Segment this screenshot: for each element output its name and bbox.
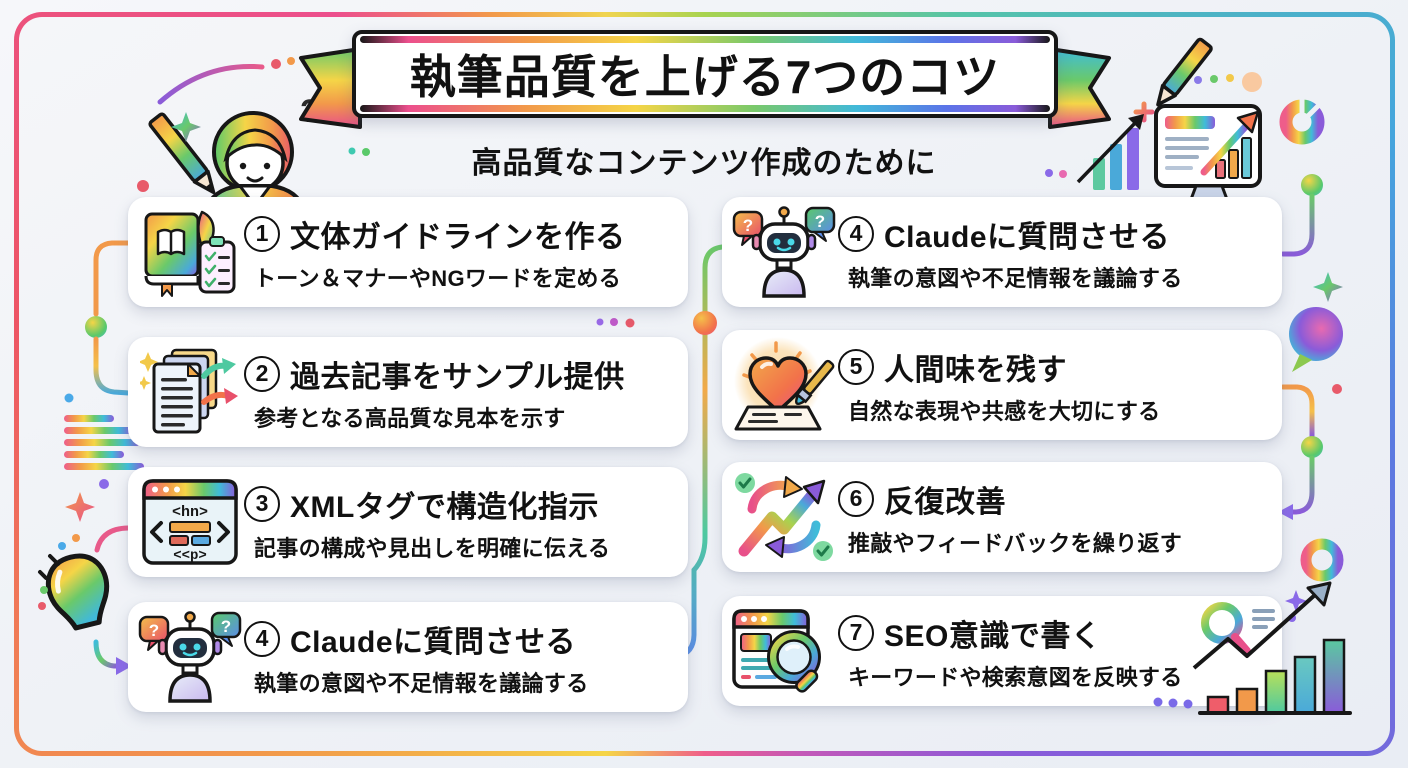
card-title: XMLタグで構造化指示	[290, 490, 599, 524]
card-desc: 執筆の意図や不足情報を議論する	[848, 265, 1183, 291]
card-title: Claudeに質問させる	[290, 625, 577, 659]
card-number-badge: 2	[244, 355, 280, 392]
question-bubble-label: ?	[815, 212, 825, 231]
robot-question-icon: ? ?	[136, 607, 244, 707]
card-title: Claudeに質問させる	[884, 220, 1171, 254]
card-title: 人間味を残す	[884, 353, 1067, 387]
robot-question-icon: ? ?	[730, 202, 838, 302]
card-tip-4-right: ? ? 4 Claud	[722, 197, 1282, 307]
hn-tag-label: <hn>	[172, 504, 208, 521]
card-desc: 執筆の意図や不足情報を議論する	[254, 670, 589, 696]
documents-arrows-icon	[136, 342, 244, 442]
card-number-badge: 4	[838, 215, 874, 252]
card-tip-6: 6 反復改善 推敲やフィードバックを繰り返す	[722, 462, 1282, 572]
card-desc: 記事の構成や見出しを明確に伝える	[254, 535, 611, 561]
p-tag-label: <<p>	[173, 548, 207, 564]
ribbon-tail-left	[299, 47, 362, 129]
page-subtitle: 高品質なコンテンツ作成のために	[471, 147, 937, 180]
card-tip-5: 5 人間味を残す 自然な表現や共感を大切にする	[722, 330, 1282, 440]
card-title: 文体ガイドラインを作る	[290, 220, 626, 254]
book-quill-checklist-icon	[136, 202, 244, 302]
card-title: 反復改善	[884, 485, 1006, 519]
card-number-badge: 3	[244, 485, 280, 522]
card-tip-2: 2 過去記事をサンプル提供 参考となる高品質な見本を示す	[128, 337, 688, 447]
page-title: 執筆品質を上げる7つのコツ	[409, 51, 1001, 103]
card-tip-3: <hn> <<p> 3 XMLタグで構造化指示 記事の構成や見出しを明確に伝える	[128, 467, 688, 577]
search-window-icon	[730, 601, 838, 701]
card-desc: 自然な表現や共感を大切にする	[848, 398, 1161, 424]
card-desc: 推敲やフィードバックを繰り返す	[848, 530, 1183, 556]
code-window-icon: <hn> <<p>	[136, 472, 244, 572]
question-bubble-label: ?	[743, 216, 753, 235]
card-tip-1: 1 文体ガイドラインを作る トーン＆マナーやNGワードを定める	[128, 197, 688, 307]
card-tip-7: 7 SEO意識で書く キーワードや検索意図を反映する	[722, 596, 1282, 706]
card-desc: トーン＆マナーやNGワードを定める	[254, 265, 622, 291]
banner-box: 執筆品質を上げる7つのコツ	[352, 30, 1058, 118]
heart-brush-icon	[730, 335, 838, 435]
card-number-badge: 6	[838, 480, 874, 517]
card-number-badge: 7	[838, 614, 874, 651]
title-banner: 執筆品質を上げる7つのコツ	[299, 30, 1111, 129]
card-number-badge: 5	[838, 348, 874, 385]
card-number-badge: 4	[244, 620, 280, 657]
card-number-badge: 1	[244, 215, 280, 252]
cycle-arrows-icon	[730, 467, 838, 567]
card-desc: キーワードや検索意図を反映する	[848, 664, 1183, 690]
question-bubble-label: ?	[149, 621, 159, 640]
card-desc: 参考となる高品質な見本を示す	[254, 405, 566, 431]
card-title: 過去記事をサンプル提供	[290, 360, 625, 394]
card-tip-4-left: ? ? 4 Claud	[128, 602, 688, 712]
card-title: SEO意識で書く	[884, 619, 1102, 653]
question-bubble-label: ?	[221, 617, 231, 636]
